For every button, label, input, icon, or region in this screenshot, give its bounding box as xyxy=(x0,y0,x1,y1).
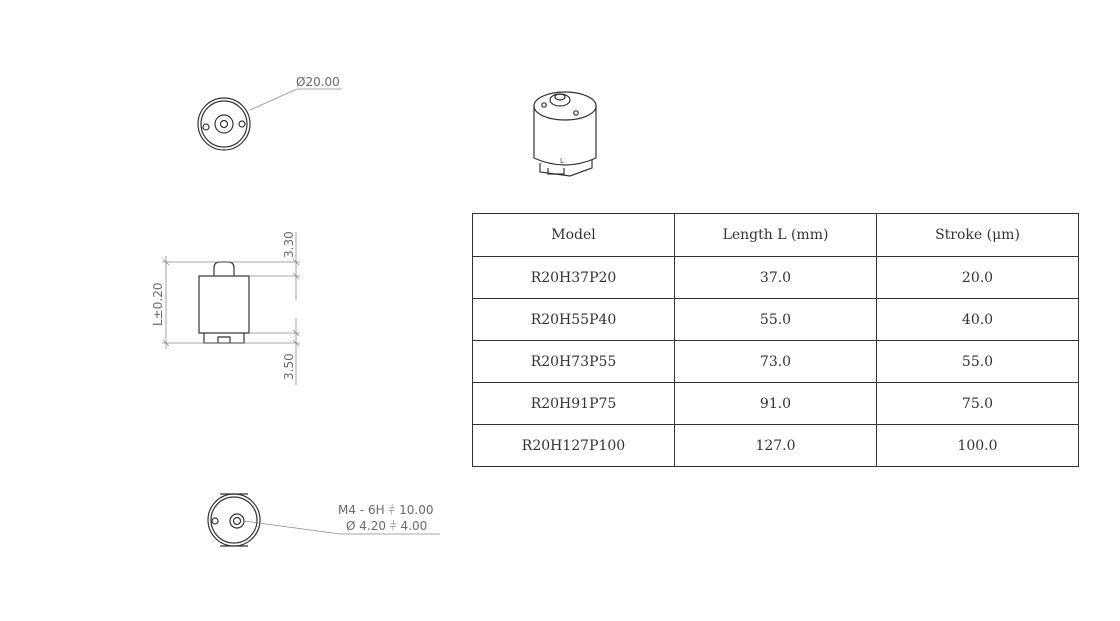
cell-stroke: 20.0 xyxy=(876,256,1079,299)
iso-top-hole-right xyxy=(573,110,579,116)
cell-length: 91.0 xyxy=(674,382,877,425)
model-spec-table: Model Length L (mm) Stroke (μm) R20H37P2… xyxy=(472,213,1079,467)
diameter-label: Ø20.00 xyxy=(296,75,340,89)
bottom-view xyxy=(207,493,440,547)
table-row: R20H127P100 127.0 100.0 xyxy=(472,424,1079,467)
iso-view xyxy=(533,91,597,177)
cell-length: 55.0 xyxy=(674,298,877,341)
cell-model: R20H91P75 xyxy=(472,382,675,425)
cell-stroke: 55.0 xyxy=(876,340,1079,383)
cell-stroke: 75.0 xyxy=(876,382,1079,425)
header-length: Length L (mm) xyxy=(674,213,877,257)
dim-label-top: 3.30 xyxy=(282,231,296,258)
side-view-base xyxy=(203,333,245,344)
diameter-leader-line xyxy=(249,88,298,111)
bottom-view-pilot-hole xyxy=(232,516,242,526)
side-view-base-notch xyxy=(217,336,231,343)
table-header-row: Model Length L (mm) Stroke (μm) xyxy=(472,213,1079,257)
top-view-mount-hole-left xyxy=(202,123,210,131)
header-stroke: Stroke (μm) xyxy=(876,213,1079,257)
side-view-dimensions xyxy=(162,232,300,385)
side-view xyxy=(198,261,250,344)
top-view-inner-circle xyxy=(200,100,248,148)
cell-model: R20H73P55 xyxy=(472,340,675,383)
table-row: R20H73P55 73.0 55.0 xyxy=(472,340,1079,383)
iso-base-ring xyxy=(539,160,593,177)
dim-label-length: L±0.20 xyxy=(151,283,165,326)
cell-length: 37.0 xyxy=(674,256,877,299)
side-view-body xyxy=(198,275,250,334)
cell-length: 127.0 xyxy=(674,424,877,467)
thread-callout: M4 - 6H ⫩ 10.00 xyxy=(338,503,433,517)
top-view-mount-hole-right xyxy=(238,120,246,128)
cell-model: R20H127P100 xyxy=(472,424,675,467)
top-view xyxy=(197,88,342,151)
iso-base-notch xyxy=(547,168,565,175)
bottom-view-side-hole xyxy=(211,517,219,525)
iso-mark: L xyxy=(560,157,564,165)
dim-ticks xyxy=(162,258,300,347)
table-row: R20H55P40 55.0 40.0 xyxy=(472,298,1079,341)
top-view-center-boss xyxy=(214,114,234,134)
side-view-top-boss xyxy=(213,261,235,276)
cell-model: R20H55P40 xyxy=(472,298,675,341)
bottom-view-thread-hole xyxy=(229,513,245,529)
iso-top-hole-left xyxy=(541,102,547,108)
cell-length: 73.0 xyxy=(674,340,877,383)
table-row: R20H91P75 91.0 75.0 xyxy=(472,382,1079,425)
table-row: R20H37P20 37.0 20.0 xyxy=(472,256,1079,299)
bottom-view-inner-circle xyxy=(210,496,258,544)
cell-stroke: 100.0 xyxy=(876,424,1079,467)
hole-callout: Ø 4.20 ⫩ 4.00 xyxy=(346,519,427,533)
top-view-outer-circle xyxy=(197,97,251,151)
iso-body-sides xyxy=(533,106,597,158)
cell-stroke: 40.0 xyxy=(876,298,1079,341)
header-model: Model xyxy=(472,213,675,257)
top-view-center-hole xyxy=(219,119,229,129)
iso-top-boss-inner xyxy=(554,93,566,101)
iso-top-face xyxy=(533,91,597,121)
iso-body-bottom-edge xyxy=(533,157,597,166)
cell-model: R20H37P20 xyxy=(472,256,675,299)
dim-label-bottom: 3.50 xyxy=(282,353,296,380)
thread-leader-line xyxy=(243,520,341,535)
